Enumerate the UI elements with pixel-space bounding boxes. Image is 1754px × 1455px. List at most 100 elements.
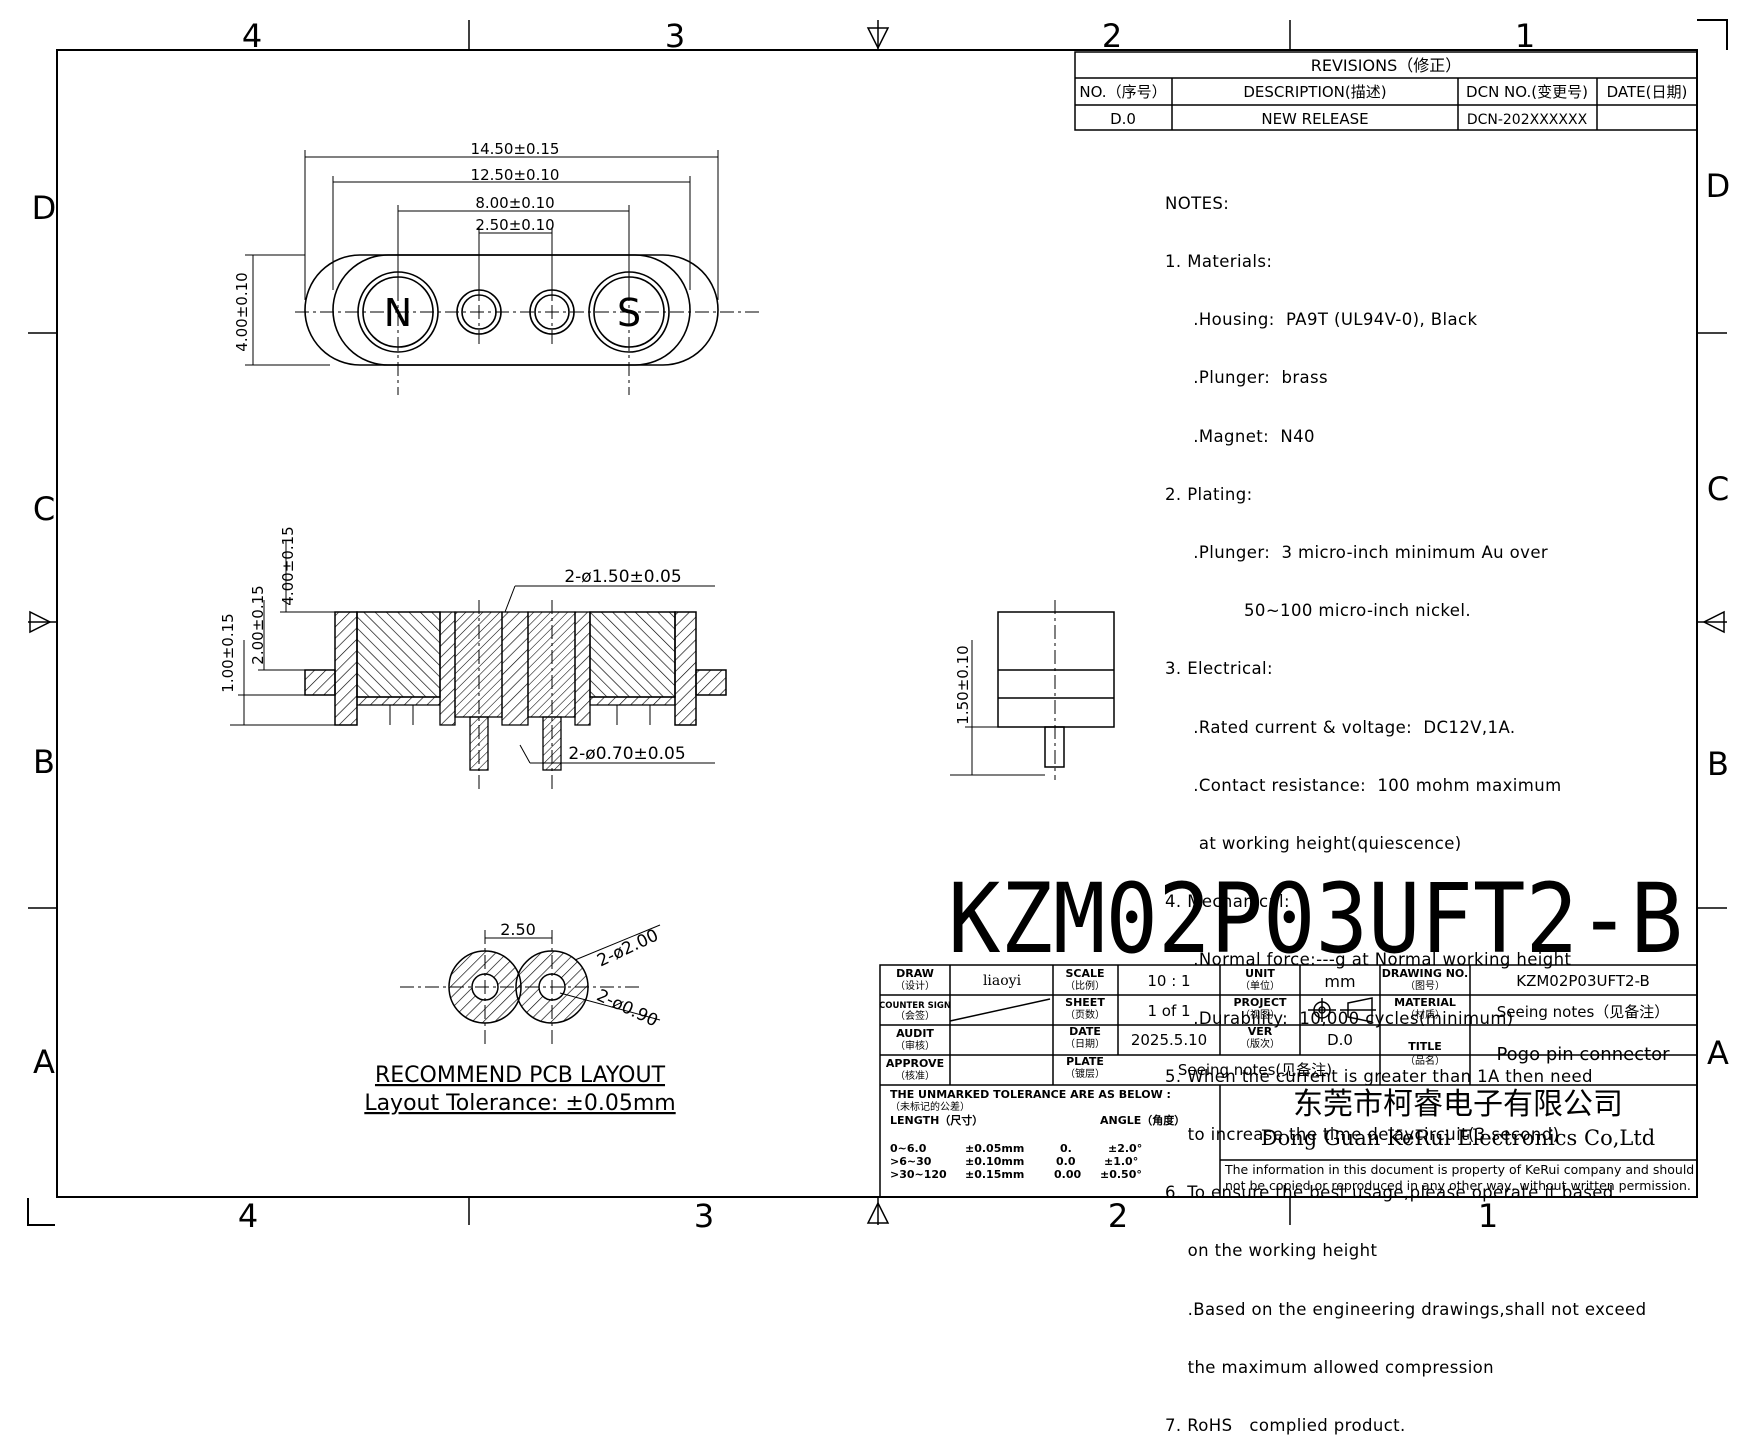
tol-range-1: 0~6.0 [890, 1142, 927, 1155]
rev-header-no: NO.（序号） [1079, 83, 1166, 101]
note-line: 6. To ensure the best usage,please opera… [1165, 1183, 1614, 1203]
revisions-table: REVISIONS（修正） NO.（序号） DESCRIPTION(描述) DC… [1074, 51, 1698, 131]
dim-magnet-pitch: 8.00±0.10 [475, 194, 554, 212]
ver-value: D.0 [1327, 1031, 1353, 1049]
note-line: .Magnet: N40 [1165, 426, 1315, 446]
note-line: on the working height [1165, 1241, 1378, 1261]
counter-sign-label: COUNTER SIGN [879, 1001, 951, 1011]
date-label: DATE [1069, 1025, 1101, 1038]
pcb-layout: 2.50 2-ø2.00 2-ø0.90 RECOMMEND PCB LAYOU… [364, 920, 675, 1116]
note-line: .Housing: PA9T (UL94V-0), Black [1165, 310, 1478, 330]
note-line: at working height(quiescence) [1165, 834, 1462, 854]
notes-block: NOTES: 1. Materials: .Housing: PA9T (UL9… [1165, 155, 1725, 1455]
dim-width: 4.00±0.10 [233, 272, 251, 351]
counter-sign-label-cn: （会签） [895, 1009, 935, 1022]
dim-section-height-2: 2.00±0.15 [249, 585, 267, 664]
revisions-title: REVISIONS（修正） [1311, 56, 1462, 75]
disclaimer-line-1: The information in this document is prop… [1224, 1162, 1694, 1177]
zone-row-right-C: C [1707, 470, 1729, 508]
zone-row-left-C: C [33, 490, 55, 528]
tol-length-3: ±0.15mm [965, 1168, 1024, 1181]
zone-col-top-3: 3 [665, 17, 685, 55]
ver-label-cn: （版次） [1240, 1037, 1280, 1050]
tolerance-length-label: LENGTH（尺寸） [890, 1113, 983, 1127]
dim-section-height-4: 4.00±0.15 [279, 526, 297, 605]
rev-header-date: DATE(日期) [1607, 83, 1688, 101]
section-view: 4.00±0.15 2.00±0.15 1.00±0.15 2-ø1.50±0.… [219, 526, 965, 790]
zone-col-top-1: 1 [1515, 17, 1535, 55]
rev-row-no: D.0 [1110, 110, 1136, 128]
tolerance-heading: THE UNMARKED TOLERANCE ARE AS BELOW : [890, 1088, 1171, 1101]
zone-row-right-D: D [1706, 167, 1731, 205]
rev-row-dcn: DCN-202XXXXXX [1467, 112, 1588, 128]
tol-angle-1: ±2.0° [1108, 1142, 1142, 1155]
disclaimer-line-2: not be copied or reproduced in any other… [1225, 1178, 1691, 1193]
tol-precision-2: 0.0 [1056, 1155, 1076, 1168]
pcb-dim-pad: 2-ø2.00 [594, 926, 662, 972]
plate-value: Seeing notes(见备注) [1178, 1061, 1332, 1079]
audit-label-cn: （审核） [895, 1039, 935, 1052]
note-line: the maximum allowed compression [1165, 1357, 1495, 1377]
note-line: 5. When the current is greater than 1A t… [1165, 1066, 1593, 1086]
company-name-en: Dong Guan KeRui Electronics Co,Ltd [1261, 1126, 1655, 1150]
note-line: 7. RoHS complied product. [1165, 1416, 1406, 1436]
zone-row-right-A: A [1707, 1034, 1729, 1072]
tol-angle-2: ±1.0° [1104, 1155, 1138, 1168]
note-line: .Rated current & voltage: DC12V,1A. [1165, 717, 1516, 737]
tol-length-2: ±0.10mm [965, 1155, 1024, 1168]
pcb-layout-tolerance: Layout Tolerance: ±0.05mm [364, 1091, 675, 1116]
pole-s-label: S [617, 291, 641, 335]
rev-row-description: NEW RELEASE [1261, 110, 1368, 128]
note-line: .Contact resistance: 100 mohm maximum [1165, 775, 1562, 795]
note-line: 50~100 micro-inch nickel. [1165, 601, 1471, 621]
note-line: 4. Mechanical: [1165, 892, 1290, 912]
dim-inner-length: 12.50±0.10 [471, 166, 560, 184]
zone-row-right-B: B [1707, 745, 1729, 783]
unit-label: UNIT [1245, 967, 1275, 980]
pole-n-label: N [384, 291, 412, 335]
zone-col-bottom-3: 3 [694, 1197, 714, 1235]
unit-label-cn: （单位） [1240, 979, 1280, 992]
dim-overall-length: 14.50±0.15 [471, 140, 560, 158]
material-value: Seeing notes（见备注） [1497, 1003, 1670, 1021]
tolerance-angle-label: ANGLE（角度） [1100, 1113, 1185, 1127]
top-view: N S 14.50±0.15 12.50±0.10 8.00±0.10 2.50… [233, 140, 760, 395]
side-view: 1.50±0.10 [954, 600, 1115, 780]
centering-marks [28, 20, 1727, 1225]
tol-precision-1: 0. [1060, 1142, 1072, 1155]
title-value: Pogo pin connector [1496, 1044, 1670, 1065]
tol-range-3: >30~120 [890, 1168, 947, 1181]
tol-precision-3: 0.00 [1054, 1168, 1081, 1181]
dim-side-height: 1.50±0.10 [954, 645, 972, 724]
projection-symbol-icon [1308, 997, 1376, 1023]
draw-label: DRAW [896, 967, 934, 980]
note-line: 2. Plating: [1165, 484, 1253, 504]
dim-plunger-diameter: 2-ø1.50±0.05 [564, 567, 681, 587]
note-line: .Durability: 10,000 cycles(minimum) [1165, 1008, 1514, 1028]
title-label-cn: （品名） [1405, 1054, 1445, 1067]
drawing-no-label: DRAWING NO. [1382, 967, 1468, 980]
sheet-label: SHEET [1065, 996, 1105, 1009]
note-line: 1. Materials: [1165, 252, 1273, 272]
zone-col-top-4: 4 [242, 17, 262, 55]
dim-section-height-1: 1.00±0.15 [219, 613, 237, 692]
note-line: .Plunger: brass [1165, 368, 1329, 388]
zone-col-top-2: 2 [1102, 17, 1122, 55]
sheet-value: 1 of 1 [1147, 1002, 1190, 1020]
scale-label-cn: （比例） [1065, 979, 1105, 992]
date-value: 2025.5.10 [1131, 1031, 1207, 1049]
note-line: to increase the time delaycircuit(3 seco… [1165, 1125, 1560, 1145]
notes-heading: NOTES: [1165, 193, 1230, 213]
drawing-no-label-cn: （图号） [1405, 980, 1445, 992]
tolerance-heading-cn: （未标记的公差） [890, 1100, 970, 1113]
zone-row-left-B: B [33, 743, 55, 781]
scale-value: 10 : 1 [1147, 972, 1190, 990]
material-label-cn: （材质） [1405, 1008, 1445, 1021]
audit-label: AUDIT [896, 1027, 934, 1040]
note-line: .Plunger: 3 micro-inch minimum Au over [1165, 543, 1549, 563]
company-name-cn: 东莞市柯睿电子有限公司 [1293, 1087, 1623, 1122]
approve-label: APPROVE [886, 1057, 944, 1070]
ver-label: VER [1248, 1025, 1273, 1038]
part-number: KZM02P03UFT2-B [948, 863, 1683, 975]
tol-angle-3: ±0.50° [1100, 1168, 1142, 1181]
